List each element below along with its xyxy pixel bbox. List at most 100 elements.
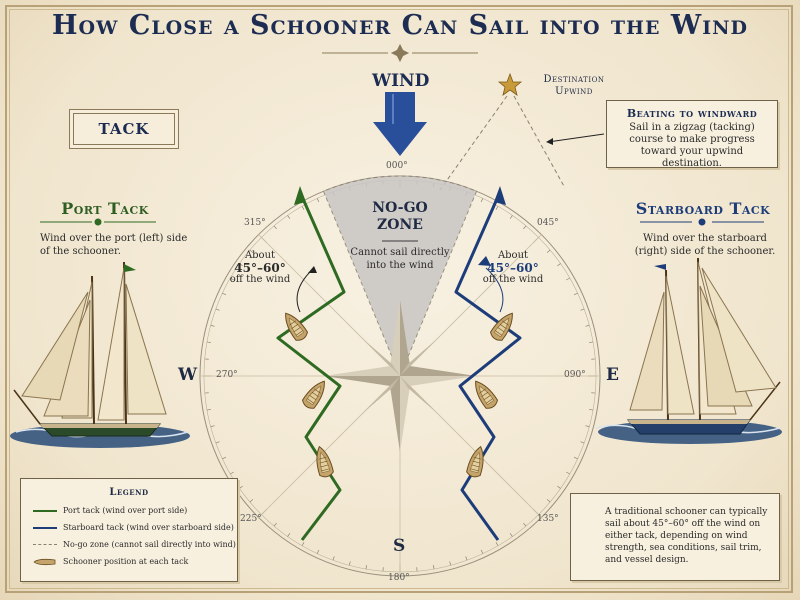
beating-callout: Beating to windward Sail in a zigzag (ta… bbox=[606, 100, 778, 169]
compass-tick bbox=[316, 549, 320, 554]
port-course-line bbox=[276, 191, 346, 541]
bearing-270: 270° bbox=[216, 370, 238, 380]
legend-item-no-go: No-go zone (cannot sail directly into wi… bbox=[33, 539, 236, 551]
compass-tick bbox=[273, 225, 277, 230]
port-course-arrowhead bbox=[294, 186, 306, 205]
starboard-course-arrowhead bbox=[494, 186, 506, 205]
no-go-title-line2: ZONE bbox=[377, 217, 423, 233]
starboard-angle-note: About 45°–60° off the wind bbox=[478, 250, 548, 286]
compass-tick bbox=[206, 408, 211, 411]
compass-tick bbox=[273, 522, 277, 527]
compass-tick bbox=[215, 308, 220, 311]
compass-tick bbox=[557, 263, 561, 267]
starboard-angle-line3: off the wind bbox=[482, 274, 544, 285]
starboard-angle-arrowhead bbox=[478, 256, 491, 266]
compass-tick bbox=[585, 324, 590, 327]
no-go-title-line1: NO-GO bbox=[372, 200, 428, 216]
legend-no-go-label: No-go zone (cannot sail directly into wi… bbox=[63, 540, 236, 549]
bearing-045: 045° bbox=[537, 218, 559, 228]
compass-tick bbox=[239, 263, 243, 267]
compass-tick bbox=[589, 341, 594, 344]
bearing-000: 000° bbox=[386, 161, 408, 171]
compass-tick bbox=[249, 249, 254, 253]
no-go-label: NO-GO ZONE Cannot sail directly into the… bbox=[350, 200, 450, 272]
no-go-zone bbox=[322, 175, 478, 378]
schooner-marker bbox=[489, 312, 513, 341]
compass-tick bbox=[523, 225, 527, 230]
inner-border bbox=[9, 9, 789, 589]
compass-star-icon bbox=[324, 300, 476, 452]
legend-starboard-label: Starboard tack (wind over starboard side… bbox=[63, 523, 234, 532]
starboard-tack-title: Starboard Tack bbox=[635, 199, 771, 218]
compass-tick bbox=[230, 471, 234, 475]
starboard-angle-value: 45°–60° bbox=[487, 261, 539, 275]
legend: Legend Port tack (wind over port side) S… bbox=[20, 478, 238, 582]
compass-tick bbox=[365, 565, 368, 570]
legend-port-label: Port tack (wind over port side) bbox=[63, 506, 188, 515]
destination-line1: Destination bbox=[543, 74, 605, 85]
wind-label: WIND bbox=[372, 71, 430, 91]
compass-tick bbox=[557, 485, 561, 489]
legend-title: Legend bbox=[109, 487, 149, 498]
compass-tick bbox=[573, 456, 578, 460]
bearing-180: 180° bbox=[388, 573, 410, 583]
compass-tick bbox=[573, 292, 578, 296]
compass-tick bbox=[546, 499, 551, 503]
compass-tick bbox=[215, 441, 220, 444]
compass-tick bbox=[301, 206, 305, 210]
legend-port-swatch bbox=[33, 510, 57, 512]
outer-border bbox=[5, 5, 793, 593]
compass-tick bbox=[449, 561, 452, 566]
compass-tick bbox=[523, 522, 527, 527]
beating-pointer bbox=[546, 133, 605, 145]
destination-label: Destination Upwind bbox=[520, 74, 628, 98]
compass-tick bbox=[589, 408, 594, 411]
starboard-course-line bbox=[454, 191, 522, 541]
compass-tick bbox=[480, 198, 484, 203]
port-title-ornament bbox=[40, 218, 156, 226]
compass-tick bbox=[210, 324, 215, 327]
tack-badge: TACK bbox=[73, 113, 175, 145]
cardinal-south: S bbox=[393, 536, 406, 556]
compass-tick bbox=[495, 206, 499, 210]
bearing-315: 315° bbox=[244, 218, 266, 228]
destination-line2: Upwind bbox=[555, 86, 593, 97]
compass-tick bbox=[580, 308, 585, 311]
starboard-angle-line1: About bbox=[497, 250, 529, 261]
info-callout: A traditional schooner can typically sai… bbox=[570, 493, 780, 581]
compass-tick bbox=[580, 441, 585, 444]
port-angle-line1: About bbox=[244, 250, 276, 261]
compass-tick bbox=[316, 198, 320, 203]
beating-text: Sail in a zigzag (tacking) course to mak… bbox=[629, 122, 755, 169]
port-angle-arc bbox=[296, 267, 315, 313]
starboard-tack-description: Wind over the starboard (right) side of … bbox=[634, 233, 776, 257]
beating-title: Beating to windward bbox=[626, 107, 758, 120]
compass-tick bbox=[332, 556, 335, 561]
port-tack-title: Port Tack bbox=[61, 199, 149, 218]
port-tack-description: Wind over the port (left) side of the sc… bbox=[40, 233, 188, 257]
bearing-135: 135° bbox=[537, 514, 559, 524]
cardinal-east: E bbox=[606, 365, 619, 385]
upwind-dash-right bbox=[513, 95, 566, 189]
legend-schooner-label: Schooner position at each tack bbox=[63, 557, 189, 566]
info-text: A traditional schooner can typically sai… bbox=[605, 507, 768, 565]
compass-tick bbox=[249, 499, 254, 503]
bearing-225: 225° bbox=[240, 514, 262, 524]
compass-tick bbox=[432, 565, 435, 570]
compass-tick bbox=[210, 425, 215, 428]
compass-tick bbox=[222, 292, 227, 296]
port-angle-note: About 45°–60° off the wind bbox=[225, 250, 295, 286]
legend-starboard-swatch bbox=[33, 527, 57, 529]
schooner-marker bbox=[316, 445, 334, 478]
legend-item-starboard: Starboard tack (wind over starboard side… bbox=[33, 522, 234, 534]
wind-arrow-icon bbox=[373, 92, 427, 156]
compass-tick bbox=[566, 471, 570, 475]
port-angle-arrowhead bbox=[308, 266, 317, 273]
legend-no-go-swatch bbox=[33, 544, 57, 545]
port-angle-value: 45°–60° bbox=[234, 261, 286, 275]
destination-star-icon bbox=[497, 72, 523, 96]
port-schooner-illustration bbox=[10, 261, 190, 448]
compass-tick bbox=[509, 533, 513, 537]
